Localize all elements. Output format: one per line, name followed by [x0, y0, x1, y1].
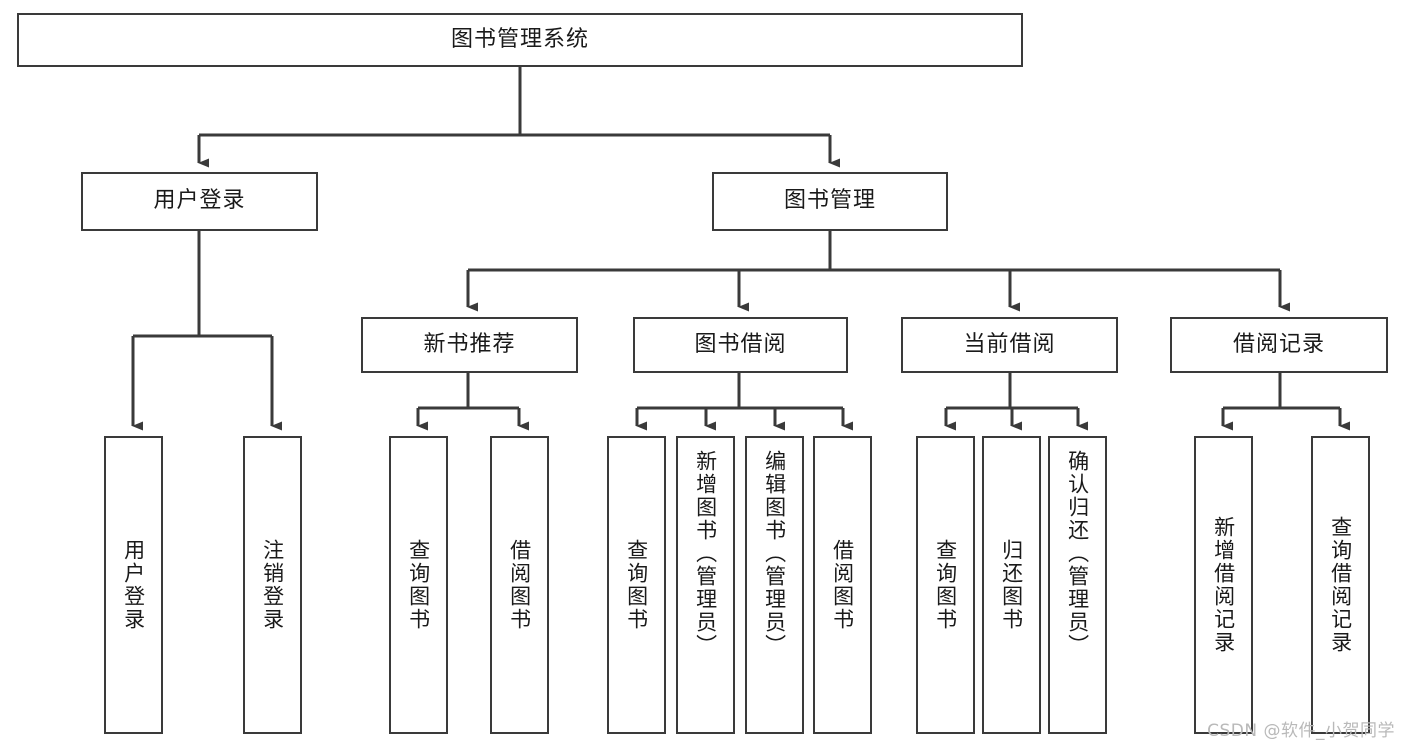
node-label: 编辑图书（管理员） [762, 450, 787, 657]
node-label: 借阅图书 [830, 539, 855, 631]
node-root-book-management-system[interactable]: 图书管理系统 [17, 13, 1023, 67]
node-book-borrow[interactable]: 图书借阅 [633, 317, 848, 373]
node-label: 用户登录 [153, 188, 246, 214]
node-label: 查询图书 [624, 539, 649, 631]
node-current-borrow[interactable]: 当前借阅 [901, 317, 1118, 373]
leaf-current-borrow-confirm-return-admin[interactable]: 确认归还（管理员） [1048, 436, 1107, 734]
node-label: 注销登录 [260, 539, 285, 631]
node-label: 借阅记录 [1232, 331, 1325, 357]
csdn-watermark: CSDN @软件_小贺同学 [1207, 721, 1395, 741]
leaf-new-book-query-book[interactable]: 查询图书 [389, 436, 448, 734]
node-book-management[interactable]: 图书管理 [712, 172, 948, 231]
node-borrow-record[interactable]: 借阅记录 [1170, 317, 1388, 373]
leaf-book-borrow-add-book-admin[interactable]: 新增图书（管理员） [676, 436, 735, 734]
node-label: 用户登录 [121, 539, 146, 631]
node-label: 图书管理系统 [450, 26, 589, 52]
node-label: 新增图书（管理员） [693, 450, 718, 657]
leaf-user-login-logout[interactable]: 注销登录 [243, 436, 302, 734]
leaf-new-book-borrow-book[interactable]: 借阅图书 [490, 436, 549, 734]
node-user-login[interactable]: 用户登录 [81, 172, 318, 231]
node-label: 归还图书 [999, 539, 1024, 631]
leaf-current-borrow-query-book[interactable]: 查询图书 [916, 436, 975, 734]
node-label: 新书推荐 [423, 331, 516, 357]
leaf-user-login-login[interactable]: 用户登录 [104, 436, 163, 734]
node-label: 当前借阅 [963, 331, 1056, 357]
leaf-current-borrow-return-book[interactable]: 归还图书 [982, 436, 1041, 734]
leaf-book-borrow-query-book[interactable]: 查询图书 [607, 436, 666, 734]
node-label: 图书借阅 [694, 331, 787, 357]
node-label: 确认归还（管理员） [1065, 450, 1090, 657]
node-label: 查询图书 [933, 539, 958, 631]
leaf-book-borrow-edit-book-admin[interactable]: 编辑图书（管理员） [745, 436, 804, 734]
node-label: 借阅图书 [507, 539, 532, 631]
leaf-book-borrow-borrow-book[interactable]: 借阅图书 [813, 436, 872, 734]
node-new-book-recommend[interactable]: 新书推荐 [361, 317, 578, 373]
node-label: 新增借阅记录 [1211, 516, 1236, 654]
leaf-borrow-record-add-record[interactable]: 新增借阅记录 [1194, 436, 1253, 734]
node-label: 查询借阅记录 [1328, 516, 1353, 654]
leaf-borrow-record-query-record[interactable]: 查询借阅记录 [1311, 436, 1370, 734]
node-label: 图书管理 [783, 188, 876, 214]
node-label: 查询图书 [406, 539, 431, 631]
